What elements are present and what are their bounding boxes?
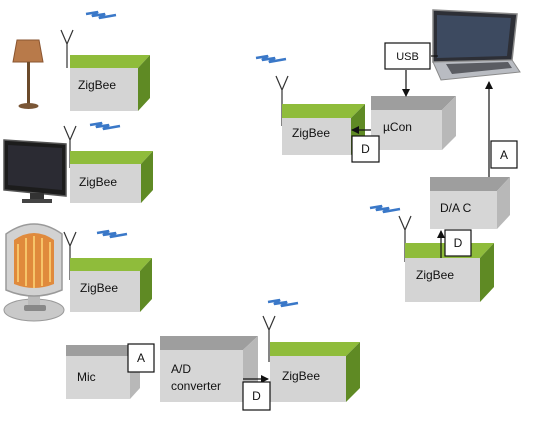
zigbee-module-tv: ZigBee	[70, 151, 153, 203]
floor-lamp-icon	[12, 39, 44, 109]
tag-d-ucon-label: D	[361, 142, 370, 156]
tag-a-laptop: A	[490, 140, 518, 169]
tag-usb-label: USB	[396, 51, 419, 63]
tag-d-dac-label: D	[454, 236, 463, 250]
adc-label-line2: converter	[171, 379, 221, 393]
television-icon	[3, 139, 67, 203]
tag-usb: USB	[384, 42, 431, 70]
mic-label: Mic	[77, 370, 96, 384]
adc-label-line1: A/D	[171, 362, 191, 376]
tag-d-dac: D	[444, 229, 472, 257]
dac-label: D/A C	[440, 201, 472, 215]
ucon-label: µCon	[383, 120, 412, 134]
zigbee-module-dac: ZigBee	[405, 243, 494, 302]
wireless-signal-icon	[85, 10, 401, 308]
zigbee-module-heater: ZigBee	[70, 258, 152, 312]
zigbee-lamp-label: ZigBee	[78, 78, 116, 92]
tag-a-mic: A	[127, 343, 155, 373]
zigbee-module-mic: ZigBee	[270, 342, 360, 402]
tag-d-adc-label: D	[252, 389, 261, 403]
zigbee-dac-label: ZigBee	[416, 268, 454, 282]
zigbee-ucon-label: ZigBee	[292, 126, 330, 140]
zigbee-heater-label: ZigBee	[80, 281, 118, 295]
tag-d-ucon: D	[351, 135, 380, 163]
dac-block: D/A C	[430, 177, 510, 229]
zigbee-module-ucon: ZigBee	[282, 104, 365, 155]
tag-d-adc: D	[242, 381, 271, 411]
laptop-icon	[432, 9, 521, 81]
heater-icon	[3, 223, 65, 322]
zigbee-mic-label: ZigBee	[282, 369, 320, 383]
zigbee-tv-label: ZigBee	[79, 175, 117, 189]
connections	[243, 55, 493, 383]
tag-a-laptop-label: A	[500, 148, 508, 162]
microcontroller-block: µCon	[371, 96, 456, 150]
tag-a-mic-label: A	[137, 351, 145, 365]
zigbee-module-lamp: ZigBee	[70, 55, 150, 111]
